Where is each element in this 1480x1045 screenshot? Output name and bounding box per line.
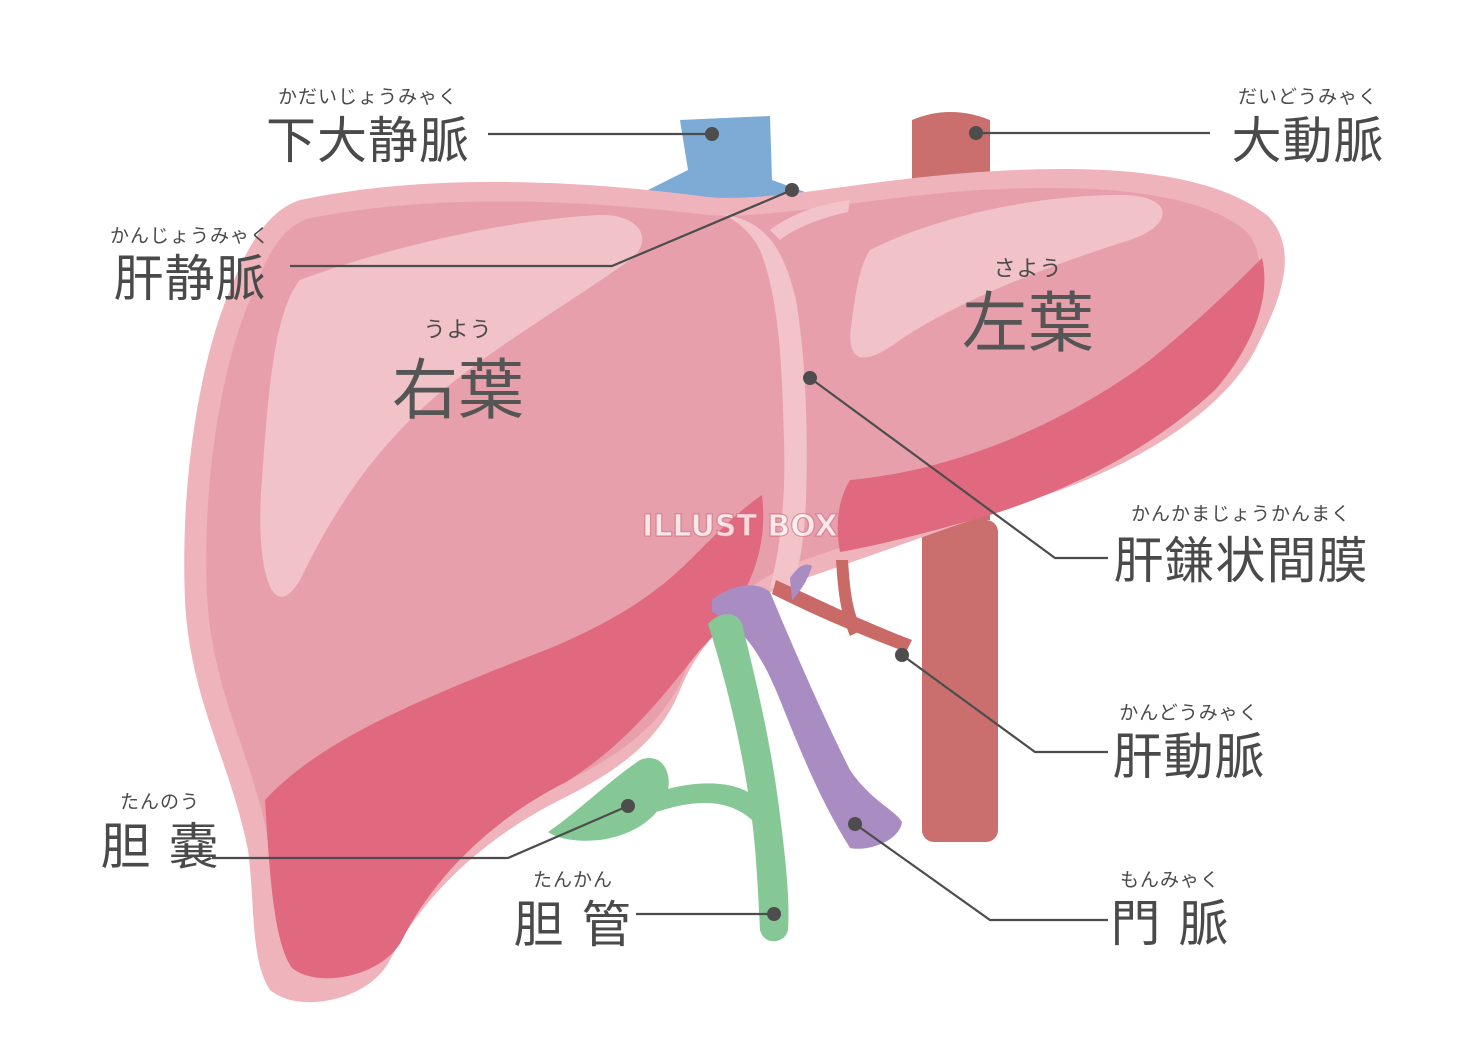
ivc-label: 下大静脈 <box>266 112 470 170</box>
dot-aorta <box>969 126 983 140</box>
bile-duct <box>574 614 789 942</box>
dot-portal-vein <box>848 817 862 831</box>
dot-ivc <box>705 127 719 141</box>
leader-hepatic-artery <box>901 654 1108 754</box>
leader-lines <box>212 126 1210 922</box>
left-lobe-label: 左葉 <box>962 285 1094 362</box>
portal-vein-ruby: もんみゃく <box>1120 869 1220 891</box>
inferior-vena-cava <box>648 116 816 214</box>
dot-bile-duct <box>767 907 781 921</box>
ivc-ruby: かだいじょうみゃく <box>278 86 458 108</box>
gallbladder <box>548 758 669 841</box>
hepatic-vein-ruby: かんじょうみゃく <box>110 225 270 247</box>
bile-duct-ruby: たんかん <box>533 869 613 891</box>
leader-falciform <box>809 377 1108 560</box>
portal-vein-label: 門 脈 <box>1111 895 1230 953</box>
aorta-ruby: だいどうみゃく <box>1238 86 1378 108</box>
falciform-ligament-shape <box>722 214 807 590</box>
liver-shadow-left <box>837 258 1265 552</box>
dot-hepatic-artery <box>895 648 909 662</box>
falciform-ruby: かんかまじょうかんまく <box>1131 503 1351 525</box>
dot-falciform <box>803 371 817 385</box>
hepatic-artery-ruby: かんどうみゃく <box>1119 702 1258 724</box>
leader-portal-vein <box>854 823 1108 922</box>
hepatic-artery-label: 肝動脈 <box>1113 728 1266 786</box>
gallbladder-label: 胆 嚢 <box>101 818 220 876</box>
bile-duct-label: 胆 管 <box>514 896 633 954</box>
leader-gallbladder <box>212 804 629 860</box>
hepatic-vein-label: 肝静脈 <box>114 250 267 308</box>
left-lobe-ruby: さよう <box>993 257 1062 282</box>
liver <box>184 169 1285 1003</box>
right-lobe-ruby: うよう <box>423 318 492 343</box>
hepatic-artery <box>772 560 912 652</box>
liver-highlight-right <box>260 214 643 597</box>
dot-hepatic-vein <box>785 183 799 197</box>
aorta-label: 大動脈 <box>1232 112 1385 170</box>
liver-highlight-left <box>850 195 1163 358</box>
watermark: ILLUST BOX <box>642 509 838 544</box>
portal-vein <box>712 564 902 849</box>
gallbladder-ruby: たんのう <box>120 791 200 813</box>
dot-gallbladder <box>621 799 635 813</box>
falciform-label: 肝鎌状間膜 <box>1114 532 1369 590</box>
leader-hepatic-vein <box>290 188 793 268</box>
right-lobe-label: 右葉 <box>392 352 524 429</box>
